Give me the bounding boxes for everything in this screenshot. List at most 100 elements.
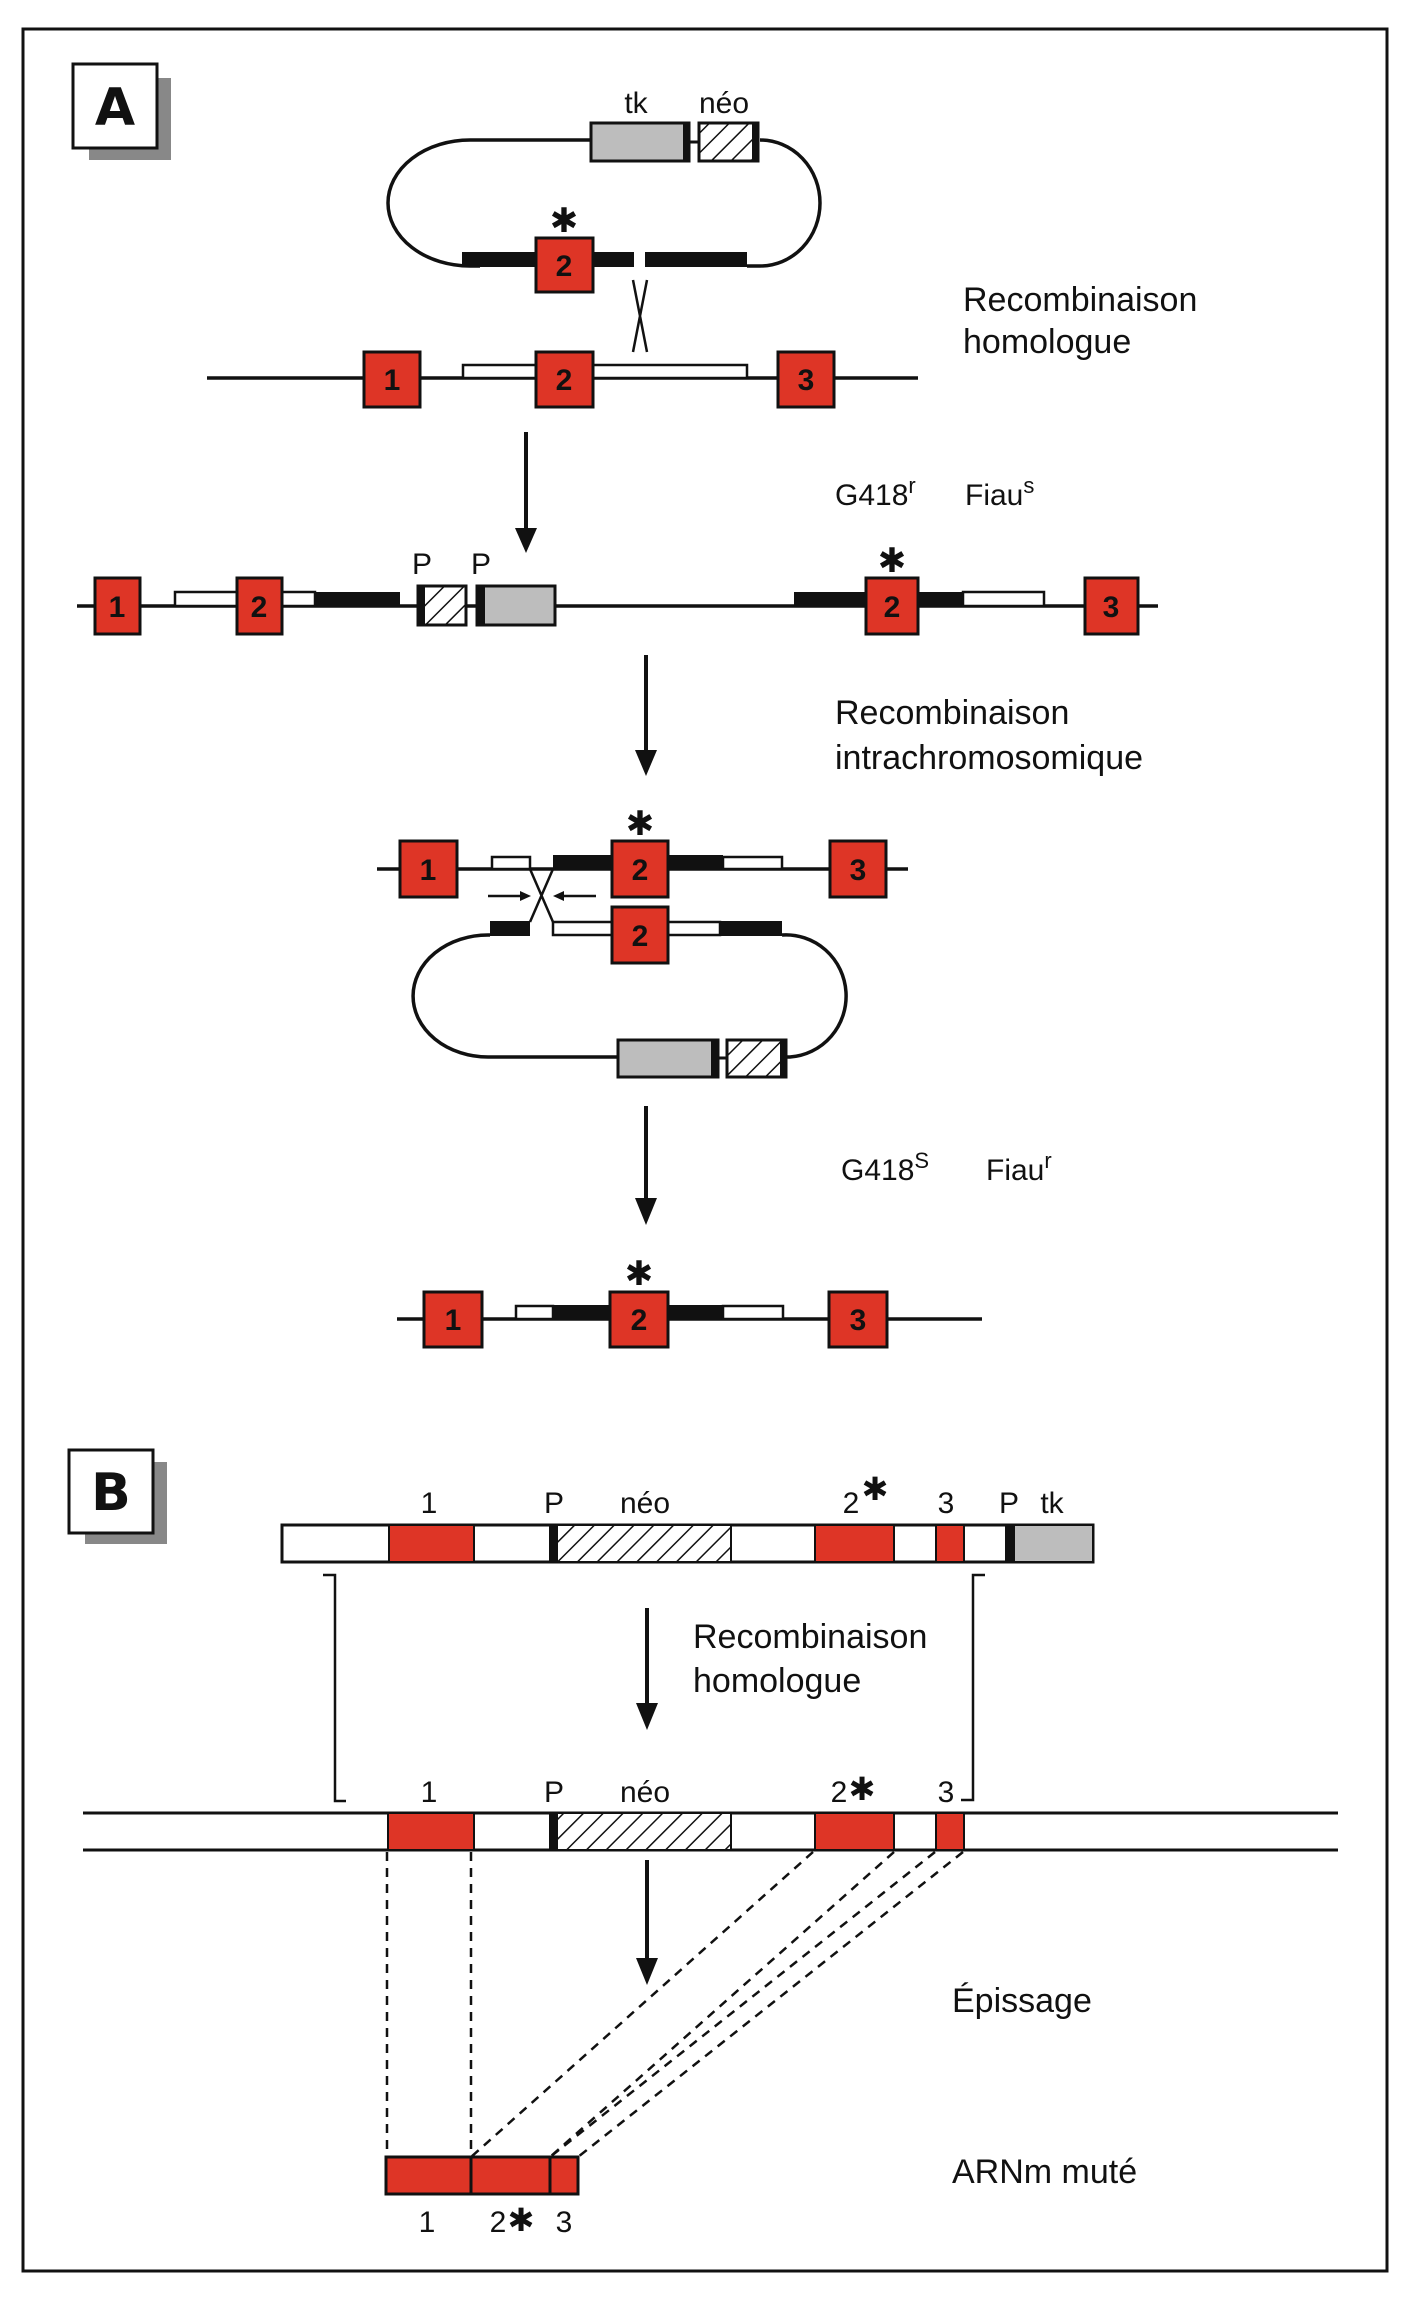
wt-exon-3 [776, 350, 836, 409]
b-construct-exon-3 [936, 1526, 964, 1561]
panel-b: B 1 P néo 2 ✱ 3 P tk [67, 1448, 1338, 2239]
int-homology-black-2 [794, 592, 866, 607]
wildtype-locus: 1 2 3 [207, 350, 918, 409]
intm-loop-black-1 [490, 921, 530, 936]
mrna-mutation-mark: ✱ [508, 2202, 535, 2238]
vector-neo-box [697, 121, 760, 163]
step1-label-line1: Recombinaison [963, 281, 1197, 319]
vector-neo-edge [752, 123, 759, 161]
b-step1-label-line2: homologue [693, 1662, 861, 1700]
step1-label-line2: homologue [963, 323, 1131, 361]
intm-exon-2-loop-number: 2 [632, 920, 649, 953]
mrna-exon-3 [548, 2155, 580, 2196]
int-homology-white-2 [280, 590, 317, 608]
int-homology-white-3 [961, 590, 1046, 608]
b-step2-label: Épissage [952, 1982, 1092, 2020]
b-bracket-left [323, 1573, 346, 1803]
intm-loop-tk-box [616, 1038, 720, 1079]
b-genome-neo [558, 1814, 731, 1849]
int-exon-1-number: 1 [109, 591, 126, 624]
int-promoter-label-1: P [412, 548, 432, 581]
intm-loop-white-1 [551, 920, 614, 937]
b-construct-label-exon1: 1 [421, 1487, 438, 1520]
vector-backbone [386, 138, 822, 268]
b-mrna: 1 2 ✱ 3 [384, 2155, 580, 2239]
pairing-arrow-left [553, 891, 596, 901]
vector-mutation-mark: ✱ [550, 202, 579, 240]
selection2-fiau-sup: r [1044, 1148, 1051, 1173]
intm-exon-2-top-number: 2 [632, 854, 649, 887]
int-exon-2-mut [864, 576, 920, 636]
integrated-locus: P P 1 2 2 ✱ 3 [77, 542, 1158, 636]
b-construct-promoter-2 [1005, 1526, 1015, 1561]
intm-mutation-mark: ✱ [626, 805, 655, 843]
b-mrna-label: ARNm muté [952, 2153, 1137, 2191]
pairing-arrow-right [488, 891, 531, 901]
intm-loop-black-2 [720, 921, 782, 936]
wt-exon-2 [534, 350, 595, 409]
mut-exon-1 [422, 1290, 484, 1349]
mut-white-2 [721, 1304, 785, 1321]
intm-black-1 [553, 855, 612, 870]
int-exon-1 [93, 576, 142, 636]
intm-loop-tk-edge [711, 1040, 718, 1077]
step2-label-line2: intrachromosomique [835, 739, 1143, 777]
selection1-label: G418r Fiaus [835, 467, 1034, 512]
intm-exon-3-number: 3 [850, 854, 867, 887]
int-homology-black-1 [315, 592, 400, 607]
mut-exon-3-number: 3 [850, 1304, 867, 1337]
b-genome-label-neo: néo [620, 1776, 670, 1809]
b-genome-label-exon1: 1 [421, 1776, 438, 1809]
b-arrow-down-2 [636, 1860, 658, 1985]
vector-tk-edge [683, 123, 690, 161]
panel-b-label: B [91, 1463, 131, 1523]
mut-black-2 [668, 1305, 723, 1320]
mutated-locus: 1 2 ✱ 3 [397, 1255, 982, 1349]
b-construct-promoter-1 [549, 1526, 558, 1561]
splice-guide [549, 1851, 895, 2158]
mrna-exon-1 [384, 2155, 473, 2196]
b-genome-exon-1 [388, 1814, 474, 1849]
wt-exon-2-number: 2 [556, 364, 573, 397]
crossover-mark-2 [528, 868, 555, 923]
intm-exon-1 [398, 839, 459, 899]
crossover-mark-1 [631, 279, 649, 353]
wt-exon-3-number: 3 [798, 364, 815, 397]
b-construct-label-exon2: 2 [843, 1487, 860, 1520]
vector-tk-box [589, 121, 691, 163]
b-genome: 1 P néo 2 ✱ 3 [83, 1771, 1338, 1852]
b-arrow-down-1 [636, 1608, 658, 1730]
mut-exon-3 [827, 1290, 889, 1349]
mut-white-1 [514, 1304, 555, 1321]
splice-guide [549, 1851, 936, 2158]
intm-exon-3 [828, 839, 888, 899]
intm-loop [411, 933, 848, 1059]
b-construct-label-exon3: 3 [938, 1487, 955, 1520]
int-exon-2-wt-number: 2 [251, 591, 268, 624]
mrna-label-exon3: 3 [556, 2206, 573, 2239]
b-construct-label-neo: néo [620, 1487, 670, 1520]
int-tk-promoter [477, 586, 485, 625]
step2-label-line1: Recombinaison [835, 694, 1069, 732]
selection2-g418-sup: S [914, 1148, 929, 1173]
arrow-down-1 [515, 432, 537, 553]
selection2-g418: G418 [841, 1154, 914, 1187]
vector-tk-label: tk [624, 87, 648, 120]
selection1-fiau: Fiau [965, 479, 1023, 512]
wt-homology-left [461, 363, 538, 380]
b-construct-exon-1 [389, 1526, 474, 1561]
int-mutation-mark: ✱ [878, 542, 907, 580]
b-construct-neo [558, 1526, 731, 1561]
selection1-fiau-sup: s [1023, 473, 1034, 498]
intm-exon-1-number: 1 [420, 854, 437, 887]
mrna-label-exon1: 1 [419, 2206, 436, 2239]
panel-a: A tk néo 2 ✱ 1 2 [71, 62, 1197, 1349]
b-genome-exon-2 [815, 1814, 894, 1849]
figure-frame [21, 27, 1389, 2273]
vector-exon-2-number: 2 [556, 250, 573, 283]
wt-exon-1 [362, 350, 422, 409]
wt-homology-right [591, 363, 749, 380]
b-construct-exon-2 [815, 1526, 894, 1561]
selection2-fiau: Fiau [986, 1154, 1044, 1187]
